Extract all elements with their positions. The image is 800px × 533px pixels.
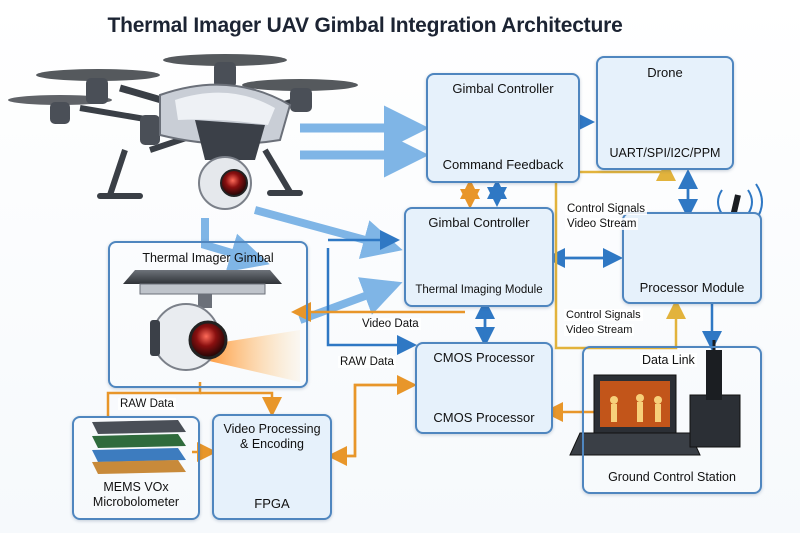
diagram-title: Thermal Imager UAV Gimbal Integration Ar…: [107, 14, 623, 37]
fpga-caption-line2: & Encoding: [240, 437, 304, 451]
arrow-raw-data-to-cmos: [326, 248, 417, 355]
drone-illustration: [8, 54, 358, 210]
arrow-control-to-processor: [554, 205, 686, 350]
processor-module-box: Processor Module: [622, 212, 762, 304]
ground-control-station-box: Ground Control Station: [582, 346, 762, 494]
thermal-imager-gimbal-box: Thermal Imager Gimbal: [108, 241, 308, 388]
edge-label-video-data: Video Data: [360, 318, 421, 330]
edge-label-video-stream-top: Video Stream: [565, 218, 639, 230]
fpga-caption-line1: Video Processing: [223, 422, 321, 436]
mems-stack: [92, 420, 186, 474]
arrow-raw-data-to-fpga: [200, 391, 282, 417]
thermal-gimbal-illustration: [123, 270, 300, 382]
thermal-imager-gimbal-title: Thermal Imager Gimbal: [142, 251, 274, 265]
gimbal-controller-top-box: Gimbal Controller Command Feedback: [426, 73, 580, 183]
fpga-box: Video Processing & Encoding FPGA: [212, 414, 332, 520]
mems-title-line1: MEMS VOx: [103, 480, 169, 494]
drone-box: Drone UART/SPI/I2C/PPM: [596, 56, 734, 170]
edge-label-control-signals-top: Control Signals: [565, 203, 647, 215]
edge-label-data-link: Data Link: [640, 353, 697, 367]
edge-label-control-signals-mid: Control Signals: [564, 309, 643, 321]
gimbal-controller-mid-title: Gimbal Controller: [428, 215, 530, 230]
edge-label-raw-data-left: RAW Data: [118, 398, 176, 410]
drone-flow-arrows: [201, 105, 429, 324]
fpga-title: FPGA: [254, 496, 290, 511]
arrow-fpga-to-cmos: [330, 375, 417, 458]
mems-box: MEMS VOx Microbolometer: [72, 416, 200, 520]
ground-control-station-title: Ground Control Station: [608, 470, 736, 484]
edge-label-raw-data-mid: RAW Data: [338, 356, 396, 368]
mems-title-line2: Microbolometer: [92, 495, 180, 509]
cmos-processor-subtitle: CMOS Processor: [433, 410, 535, 425]
gimbal-controller-top-subtitle: Command Feedback: [442, 157, 564, 172]
edge-label-video-stream-mid: Video Stream: [564, 324, 635, 336]
cmos-processor-title: CMOS Processor: [433, 350, 535, 365]
processor-module-title: Processor Module: [639, 280, 745, 295]
gimbal-controller-mid-subtitle: Thermal Imaging Module: [415, 284, 543, 296]
drone-subtitle: UART/SPI/I2C/PPM: [609, 146, 721, 160]
cmos-processor-box: CMOS Processor CMOS Processor: [415, 342, 553, 434]
gimbal-controller-mid-box: Gimbal Controller Thermal Imaging Module: [404, 207, 554, 307]
ground-station-illustration: [569, 340, 741, 456]
arrow-cmos-to-fpga: [327, 383, 412, 466]
gimbal-controller-top-title: Gimbal Controller: [452, 81, 554, 96]
drone-title: Drone: [647, 65, 683, 80]
